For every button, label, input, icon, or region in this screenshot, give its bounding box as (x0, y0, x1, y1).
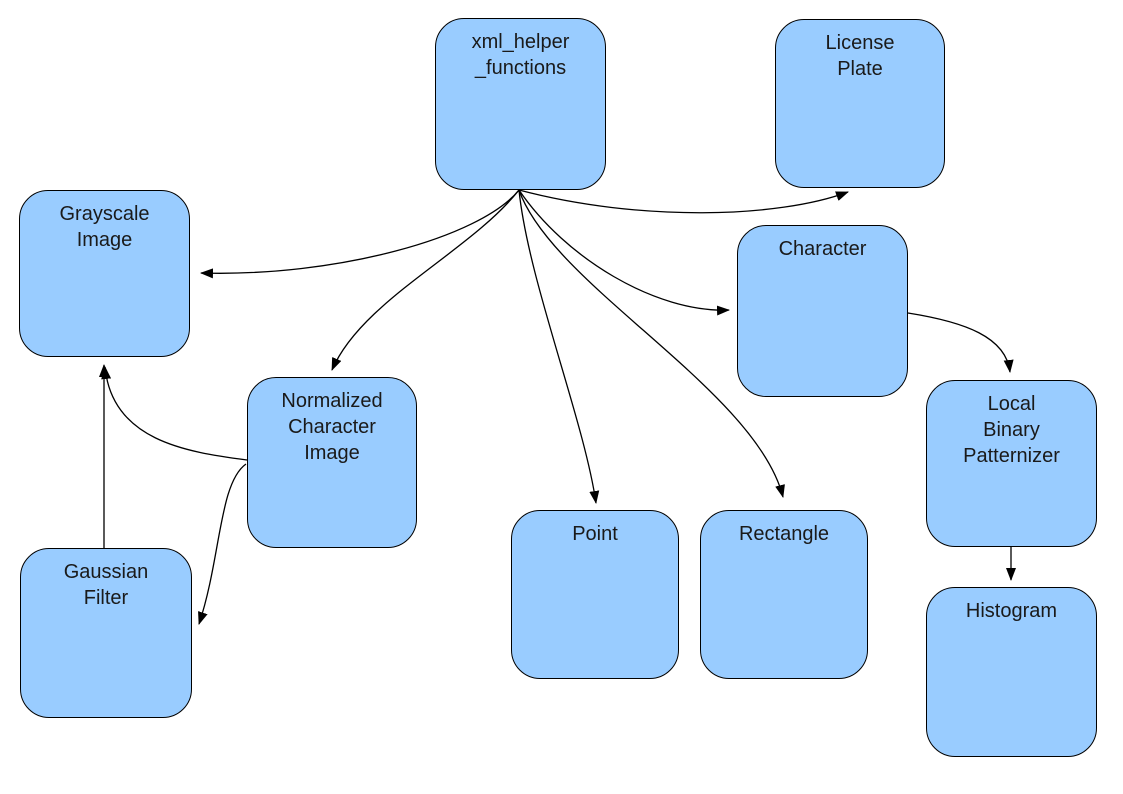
node-xml-helper-functions: xml_helper _functions (435, 18, 606, 190)
node-license-plate: License Plate (775, 19, 945, 188)
edge-xml-helper-functions-to-normalized-character-image (331, 189, 520, 371)
edge-xml-helper-functions-to-grayscale-image (200, 189, 520, 279)
edge-xml-helper-functions-to-license-plate (518, 189, 849, 214)
node-label-rectangle: Rectangle (738, 523, 830, 545)
node-rectangle: Rectangle (700, 510, 868, 679)
node-label-local-binary-patternizer: Local Binary Patternizer (963, 393, 1060, 467)
edge-xml-helper-functions-to-character (518, 189, 730, 316)
node-gaussian-filter: Gaussian Filter (20, 548, 192, 718)
node-label-character: Character (778, 238, 867, 260)
node-label-gaussian-filter: Gaussian Filter (63, 561, 149, 609)
node-label-license-plate: License Plate (825, 32, 895, 80)
node-label-normalized-character-image: Normalized Character Image (281, 390, 383, 464)
edge-xml-helper-functions-to-rectangle (518, 189, 785, 498)
node-histogram: Histogram (926, 587, 1097, 757)
node-point: Point (511, 510, 679, 679)
node-normalized-character-image: Normalized Character Image (247, 377, 417, 548)
edge-normalized-character-image-to-gaussian-filter (198, 463, 247, 625)
edge-normalized-character-image-to-grayscale-image (101, 366, 248, 461)
node-label-xml-helper-functions: xml_helper _functions (471, 31, 570, 79)
node-label-point: Point (572, 523, 618, 545)
edge-character-to-local-binary-patternizer (907, 312, 1014, 373)
node-label-grayscale-image: Grayscale Image (59, 203, 150, 251)
node-local-binary-patternizer: Local Binary Patternizer (926, 380, 1097, 547)
node-label-histogram: Histogram (965, 600, 1058, 622)
edge-xml-helper-functions-to-point (518, 189, 600, 504)
node-character: Character (737, 225, 908, 397)
node-grayscale-image: Grayscale Image (19, 190, 190, 357)
